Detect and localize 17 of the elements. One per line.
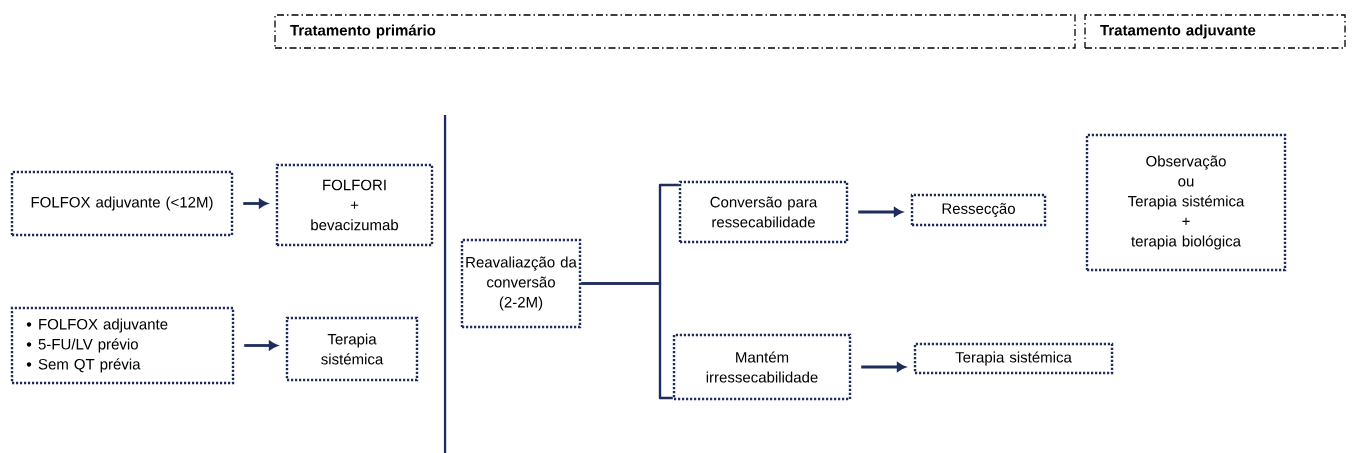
arrow xyxy=(858,207,903,217)
phase-band: Tratamento primário xyxy=(274,14,1076,49)
process-box: Terapia sistémica xyxy=(913,342,1114,375)
arrow xyxy=(243,198,268,209)
process-box: Reavaliazção da conversão (2-2M) xyxy=(460,238,582,329)
arrow xyxy=(244,340,278,351)
process-box: Terapia sistémica xyxy=(285,316,419,382)
phase-band: Tratamento adjuvante xyxy=(1084,14,1346,49)
process-box: Ressecção xyxy=(910,193,1047,227)
process-box: FOLFORI + bevacizumab xyxy=(275,163,434,247)
process-box: Mantém irressecabilidade xyxy=(672,333,852,401)
process-box: Conversão para ressecabilidade xyxy=(678,180,849,244)
arrow xyxy=(861,362,906,372)
bracket-connector xyxy=(581,282,673,400)
process-box: Observação ou Terapia sistémica + terapia biológica xyxy=(1085,133,1287,272)
bullet-list-box: FOLFOX adjuvante 5-FU/LV prévio Sem QT prévia xyxy=(10,306,235,385)
process-box: FOLFOX adjuvante (<12M) xyxy=(10,170,234,237)
